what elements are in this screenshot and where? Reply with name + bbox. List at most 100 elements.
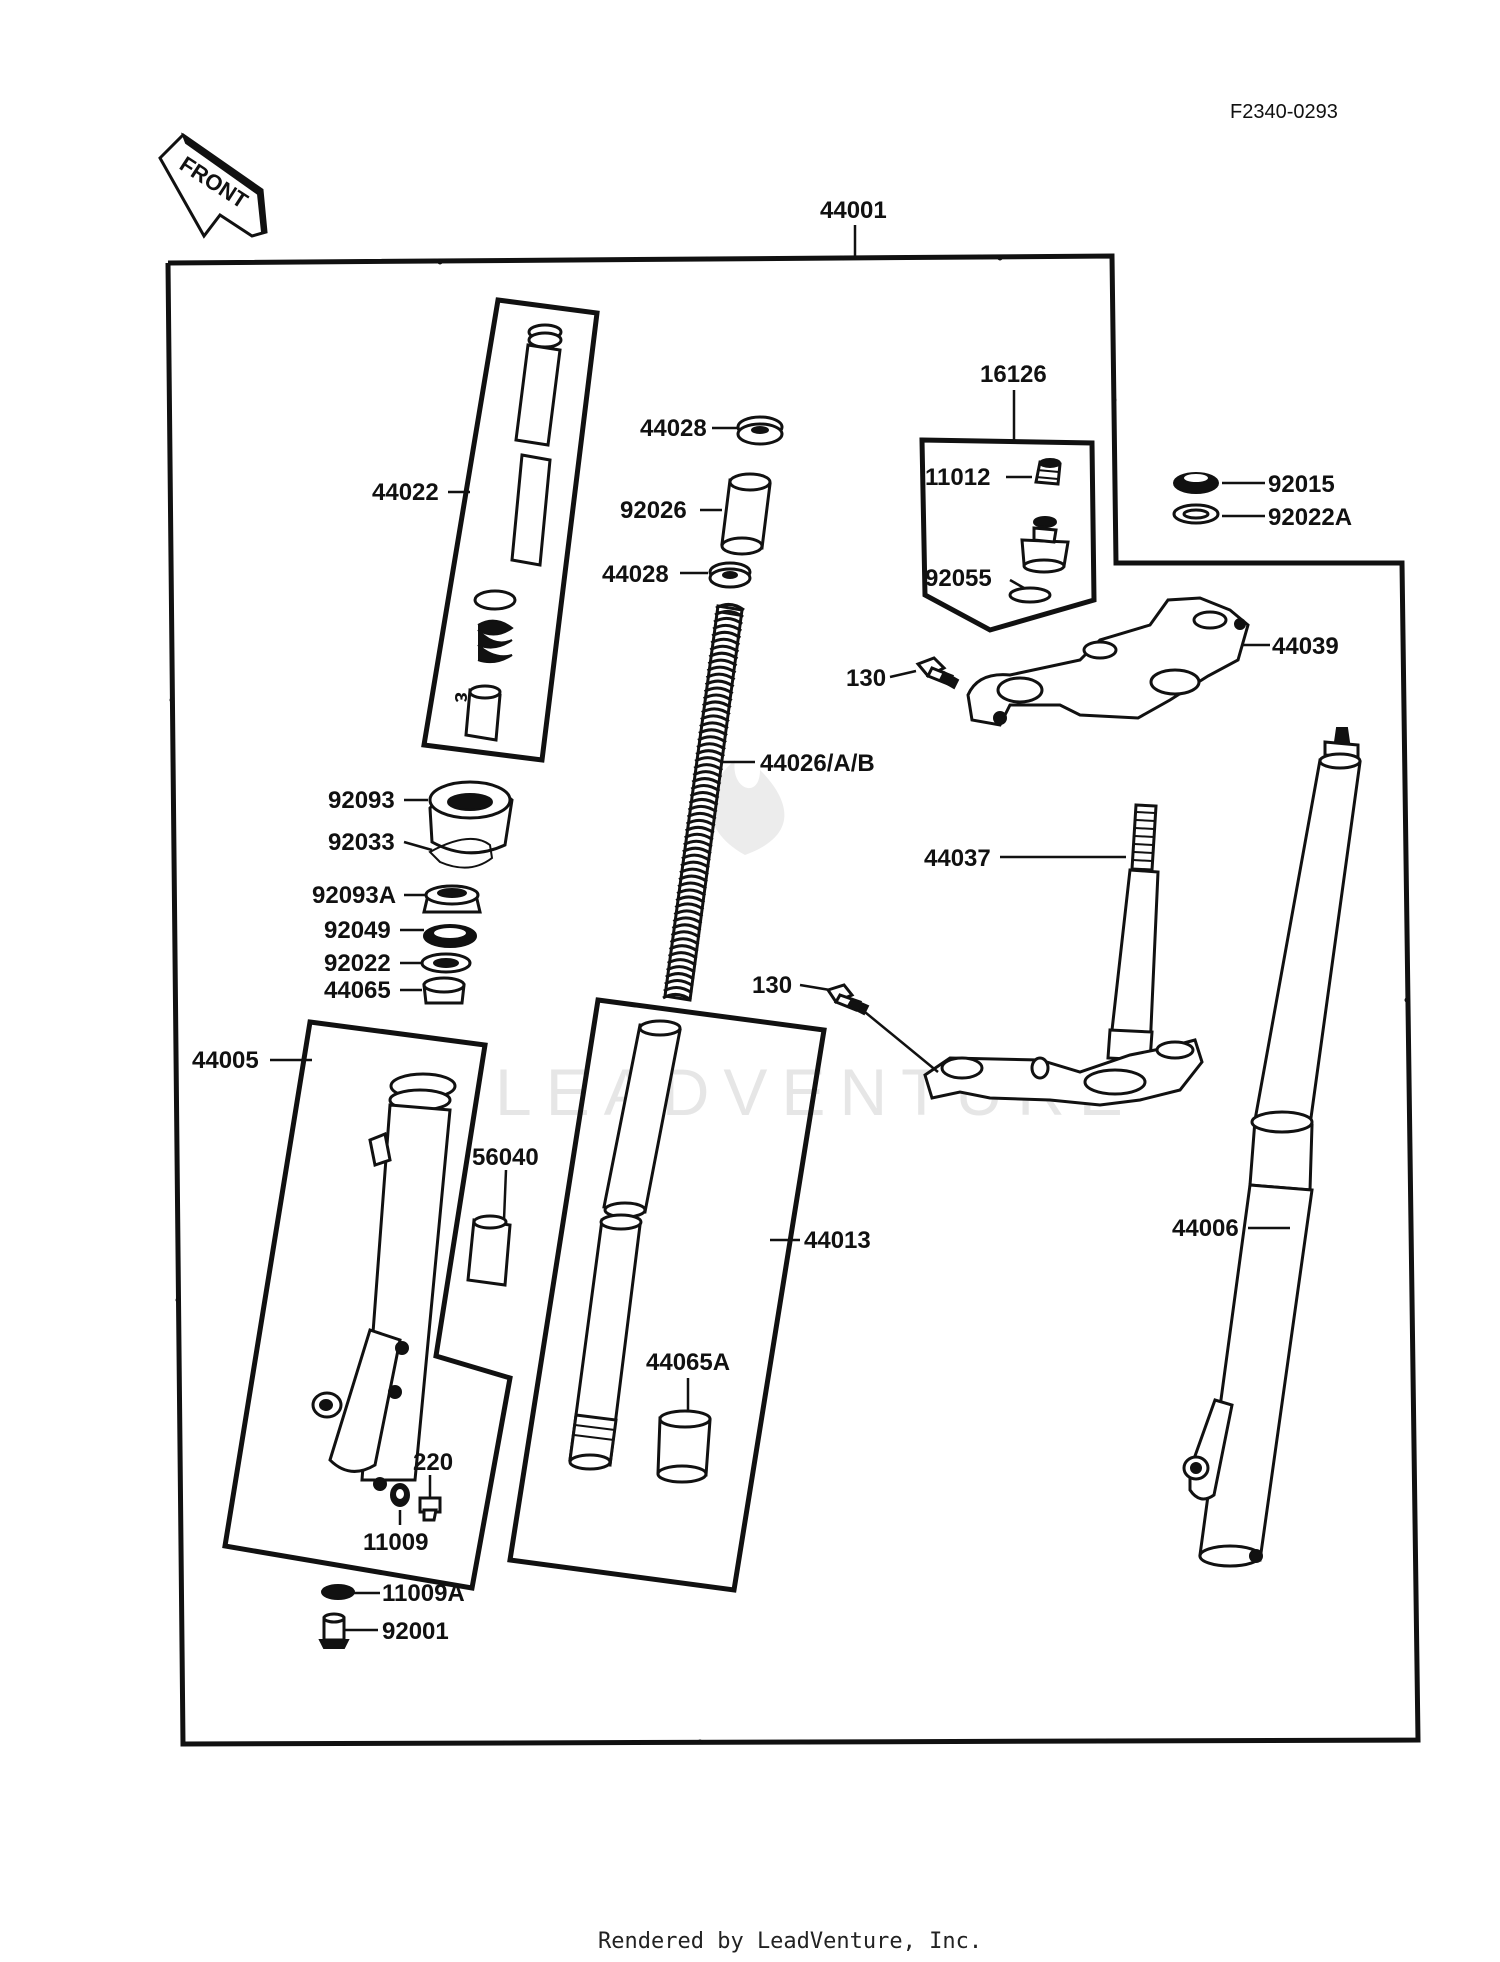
callout-92033: 92033 — [328, 829, 395, 856]
spring-coil — [694, 756, 725, 765]
callout-44028-top: 44028 — [640, 415, 707, 442]
sub-box-44005 — [222, 1019, 513, 1591]
spring-coil — [689, 791, 720, 800]
washer-44028-bottom — [708, 561, 752, 589]
footer-credit: Rendered by LeadVenture, Inc. — [598, 1929, 982, 1954]
callout-92049: 92049 — [324, 917, 391, 944]
spring-coil — [681, 853, 711, 862]
seal-92093A — [422, 884, 482, 914]
damper-rod-parts: ε — [450, 323, 563, 742]
snap-ring-92033 — [428, 837, 494, 869]
spring-coil — [690, 784, 721, 793]
guide-56040 — [466, 1214, 512, 1287]
spring-coil — [695, 749, 725, 758]
callout-11012: 11012 — [925, 464, 990, 491]
callout-16126: 16126 — [980, 361, 1047, 388]
fork-leg-44006 — [1182, 727, 1362, 1568]
svg-text:ε: ε — [450, 692, 475, 703]
spring-coil — [674, 902, 705, 911]
spring-coil — [693, 763, 724, 772]
callout-labels: 44001 16126 44028 44022 92026 44028 1101… — [192, 197, 1352, 1645]
spring-coil — [688, 798, 719, 807]
spring-coil — [666, 958, 697, 967]
spring-coil — [665, 972, 695, 981]
bushing-44065A — [656, 1409, 712, 1484]
sub-box-16126 — [919, 390, 1097, 633]
callout-44013: 44013 — [804, 1227, 871, 1254]
spring-coil — [664, 979, 694, 988]
nut-92015 — [1173, 472, 1219, 494]
callout-44039: 44039 — [1272, 633, 1339, 660]
spring-coil — [662, 993, 692, 1002]
washer-44028-top — [736, 415, 784, 446]
spring-coil — [708, 651, 739, 660]
spring-coil — [712, 623, 743, 633]
callout-92001: 92001 — [382, 1618, 449, 1645]
spring-coil — [679, 867, 709, 876]
upper-bracket-44039 — [966, 596, 1250, 727]
spring-coil — [700, 714, 730, 723]
spring-coil — [702, 693, 733, 702]
spring-coil — [667, 951, 698, 960]
spring-coil — [666, 965, 696, 974]
callout-130-lower: 130 — [752, 972, 792, 999]
dust-seal-92093 — [428, 780, 514, 855]
spacer-92026 — [720, 472, 772, 556]
washer-92022A — [1172, 503, 1220, 525]
sub-box-44022 — [421, 297, 600, 763]
spring-coil — [663, 986, 693, 995]
callout-44065: 44065 — [324, 977, 391, 1004]
callout-92022: 92022 — [324, 950, 391, 977]
spring-coil — [671, 923, 702, 932]
spring-coil — [683, 839, 713, 849]
spring-coil — [687, 804, 718, 814]
spring-coil — [675, 895, 706, 904]
spring-coil — [713, 616, 743, 626]
washer-11009 — [390, 1483, 410, 1507]
callout-130-top: 130 — [846, 665, 886, 692]
bolt-92001 — [318, 1612, 350, 1649]
callout-44037: 44037 — [924, 845, 991, 872]
spring-coil — [669, 937, 700, 946]
spring-coil — [696, 742, 726, 751]
spring-coil — [673, 909, 704, 918]
oil-seal-92049 — [423, 924, 477, 948]
spring-coil — [702, 700, 732, 709]
leader-lines — [270, 426, 1290, 1632]
spring-coil — [704, 679, 735, 688]
callout-92026: 92026 — [620, 497, 687, 524]
spring-coil — [682, 846, 712, 855]
spring-coil — [707, 658, 738, 667]
watermark-flame-icon — [709, 760, 785, 855]
bushing-44065 — [422, 976, 466, 1005]
sub-box-44013 — [507, 997, 827, 1593]
document-id: F2340-0293 — [1230, 101, 1338, 123]
spring-coil — [711, 630, 742, 640]
callout-44022: 44022 — [372, 479, 439, 506]
spring-coil — [678, 874, 708, 883]
spring-coil — [684, 832, 714, 842]
callout-44001: 44001 — [820, 197, 887, 224]
callout-220: 220 — [413, 1449, 453, 1476]
spring-coil — [701, 707, 731, 716]
front-arrow-icon: FRONT — [158, 132, 268, 239]
callout-92015: 92015 — [1268, 471, 1335, 498]
spring-coil — [686, 811, 717, 821]
callout-44028-bottom: 44028 — [602, 561, 669, 588]
spring-coil — [676, 888, 707, 897]
callout-92022A: 92022A — [1268, 504, 1352, 531]
spring-coil — [699, 721, 729, 730]
spring-coil — [684, 825, 715, 835]
assembly-frame-44001 — [165, 225, 1421, 1747]
spring-coil — [706, 665, 737, 674]
callout-56040: 56040 — [472, 1144, 539, 1171]
callout-11009A: 11009A — [382, 1580, 465, 1607]
spring-coil — [670, 930, 701, 939]
spring-coil — [698, 728, 728, 737]
washer-92022 — [420, 952, 472, 974]
spring-coil — [714, 609, 744, 619]
spring-coil — [692, 770, 723, 779]
callout-44065A: 44065A — [646, 1349, 730, 1376]
spring-coil — [709, 644, 740, 654]
